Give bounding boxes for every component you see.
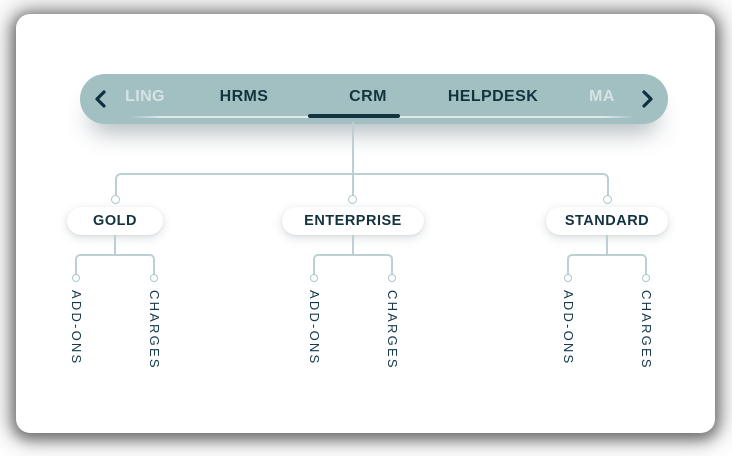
tab-helpdesk[interactable]: HELPDESK <box>447 88 539 105</box>
gold-leaf-charges: CHARGES <box>147 290 162 370</box>
node-port-standard <box>603 195 612 204</box>
standard-split-bracket <box>567 254 647 274</box>
gold-stem <box>114 235 116 254</box>
tab-billing-partial[interactable]: LING <box>125 88 165 105</box>
enterprise-stem <box>352 235 354 254</box>
node-enterprise[interactable]: ENTERPRISE <box>282 207 424 235</box>
product-tab-carousel: LING HRMS CRM HELPDESK MA <box>80 74 668 124</box>
standard-stem <box>606 235 608 254</box>
level1-bracket <box>115 173 609 196</box>
active-tab-indicator <box>308 114 400 118</box>
enterprise-leaf-charges: CHARGES <box>385 290 400 370</box>
enterprise-addons-port <box>310 274 318 282</box>
standard-leaf-addons: ADD-ONS <box>561 290 576 366</box>
gold-leaf-addons: ADD-ONS <box>69 290 84 366</box>
tab-hrms[interactable]: HRMS <box>219 88 269 105</box>
tab-mail-partial[interactable]: MA <box>589 88 615 105</box>
standard-charges-port <box>642 274 650 282</box>
chevron-right-icon <box>638 89 656 109</box>
node-port-gold <box>111 195 120 204</box>
level1-center-drop <box>352 173 354 196</box>
gold-charges-port <box>150 274 158 282</box>
enterprise-charges-port <box>388 274 396 282</box>
diagram-card: LING HRMS CRM HELPDESK MA GOLD ENTERPRIS… <box>16 14 715 433</box>
standard-leaf-charges: CHARGES <box>639 290 654 370</box>
scroll-left-button[interactable] <box>89 87 113 111</box>
enterprise-split-bracket <box>313 254 393 274</box>
gold-split-bracket <box>75 254 155 274</box>
node-port-enterprise <box>348 195 357 204</box>
root-connector-line <box>352 122 354 173</box>
scroll-right-button[interactable] <box>635 87 659 111</box>
gold-addons-port <box>72 274 80 282</box>
enterprise-leaf-addons: ADD-ONS <box>307 290 322 366</box>
node-gold[interactable]: GOLD <box>67 207 163 235</box>
node-standard[interactable]: STANDARD <box>546 207 668 235</box>
tab-crm[interactable]: CRM <box>349 88 387 105</box>
standard-addons-port <box>564 274 572 282</box>
chevron-left-icon <box>92 89 110 109</box>
